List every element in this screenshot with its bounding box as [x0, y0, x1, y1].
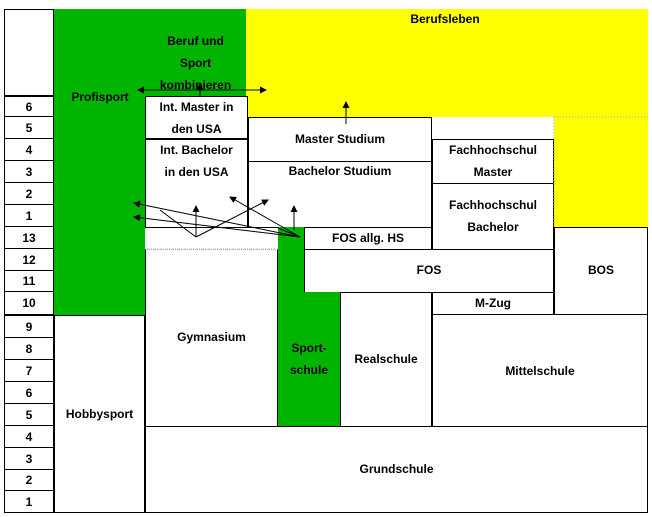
- axis-number: 5: [4, 404, 54, 426]
- int-master-cell: [145, 96, 248, 139]
- fos-allg-label: FOS allg. HS: [331, 231, 404, 245]
- sportschule-strip: [278, 227, 304, 293]
- axis-number: 4: [4, 426, 54, 448]
- bachelor-studium-label: Bachelor Studium: [288, 164, 392, 178]
- axis-number: 3: [4, 448, 54, 470]
- profisport-label: Profisport: [71, 90, 129, 104]
- grundschule-label: Grundschule: [359, 462, 434, 476]
- int-bachelor-label: Int. Bachelor in den USA: [160, 143, 233, 179]
- axis-number: 12: [4, 249, 54, 271]
- int-master-label: Int. Master in den USA: [159, 100, 234, 136]
- beruf-sport-cell: [145, 9, 246, 96]
- axis-number: 6: [4, 382, 54, 404]
- mittelschule-label: Mittelschule: [505, 364, 575, 378]
- axis-top-blank: [4, 9, 54, 96]
- axis-number: 8: [4, 338, 54, 360]
- berufsleben-top: [246, 9, 648, 117]
- realschule-cell: [340, 292, 432, 427]
- axis-number: 11: [4, 271, 54, 292]
- fos-cell: [304, 249, 554, 293]
- axis-number: 10: [4, 292, 54, 315]
- profisport-column: [54, 9, 145, 315]
- axis-number: 7: [4, 360, 54, 382]
- berufsleben-label: Berufsleben: [410, 12, 480, 26]
- master-studium-label: Master Studium: [294, 132, 385, 146]
- beruf-sport-label: Beruf und Sport kombinieren: [159, 34, 232, 92]
- sportschule-label: Sport- schule: [289, 341, 328, 377]
- sportschule-cell: [278, 292, 340, 427]
- bachelor-studium-cell: [248, 161, 432, 228]
- axis-number: 9: [4, 315, 54, 338]
- fh-master-label: Fachhochschul Master: [448, 143, 537, 179]
- master-studium-cell: [248, 117, 432, 162]
- axis-number: 3: [4, 161, 54, 183]
- grundschule-cell: [145, 426, 648, 513]
- fh-bachelor-cell: [432, 183, 554, 250]
- realschule-label: Realschule: [354, 352, 418, 366]
- axis-number: 4: [4, 139, 54, 161]
- hobbysport-label: Hobbysport: [65, 407, 134, 421]
- m-zug-label: M-Zug: [475, 296, 511, 310]
- axis-number: 6: [4, 96, 54, 117]
- fos-label: FOS: [416, 263, 442, 277]
- gymnasium-label: Gymnasium: [177, 330, 246, 344]
- mittelschule-cell: [432, 314, 648, 427]
- hobbysport-cell: [54, 315, 145, 513]
- fh-bachelor-label: Fachhochschul Bachelor: [448, 198, 537, 234]
- axis-number: 1: [4, 491, 54, 513]
- axis-number: 1: [4, 205, 54, 227]
- axis-number: 5: [4, 117, 54, 139]
- fh-master-cell: [432, 139, 554, 184]
- berufsleben-right: [554, 117, 648, 227]
- axis-number: 2: [4, 470, 54, 491]
- axis-number: 2: [4, 183, 54, 205]
- axis-number: 13: [4, 227, 54, 249]
- bos-label: BOS: [587, 263, 614, 277]
